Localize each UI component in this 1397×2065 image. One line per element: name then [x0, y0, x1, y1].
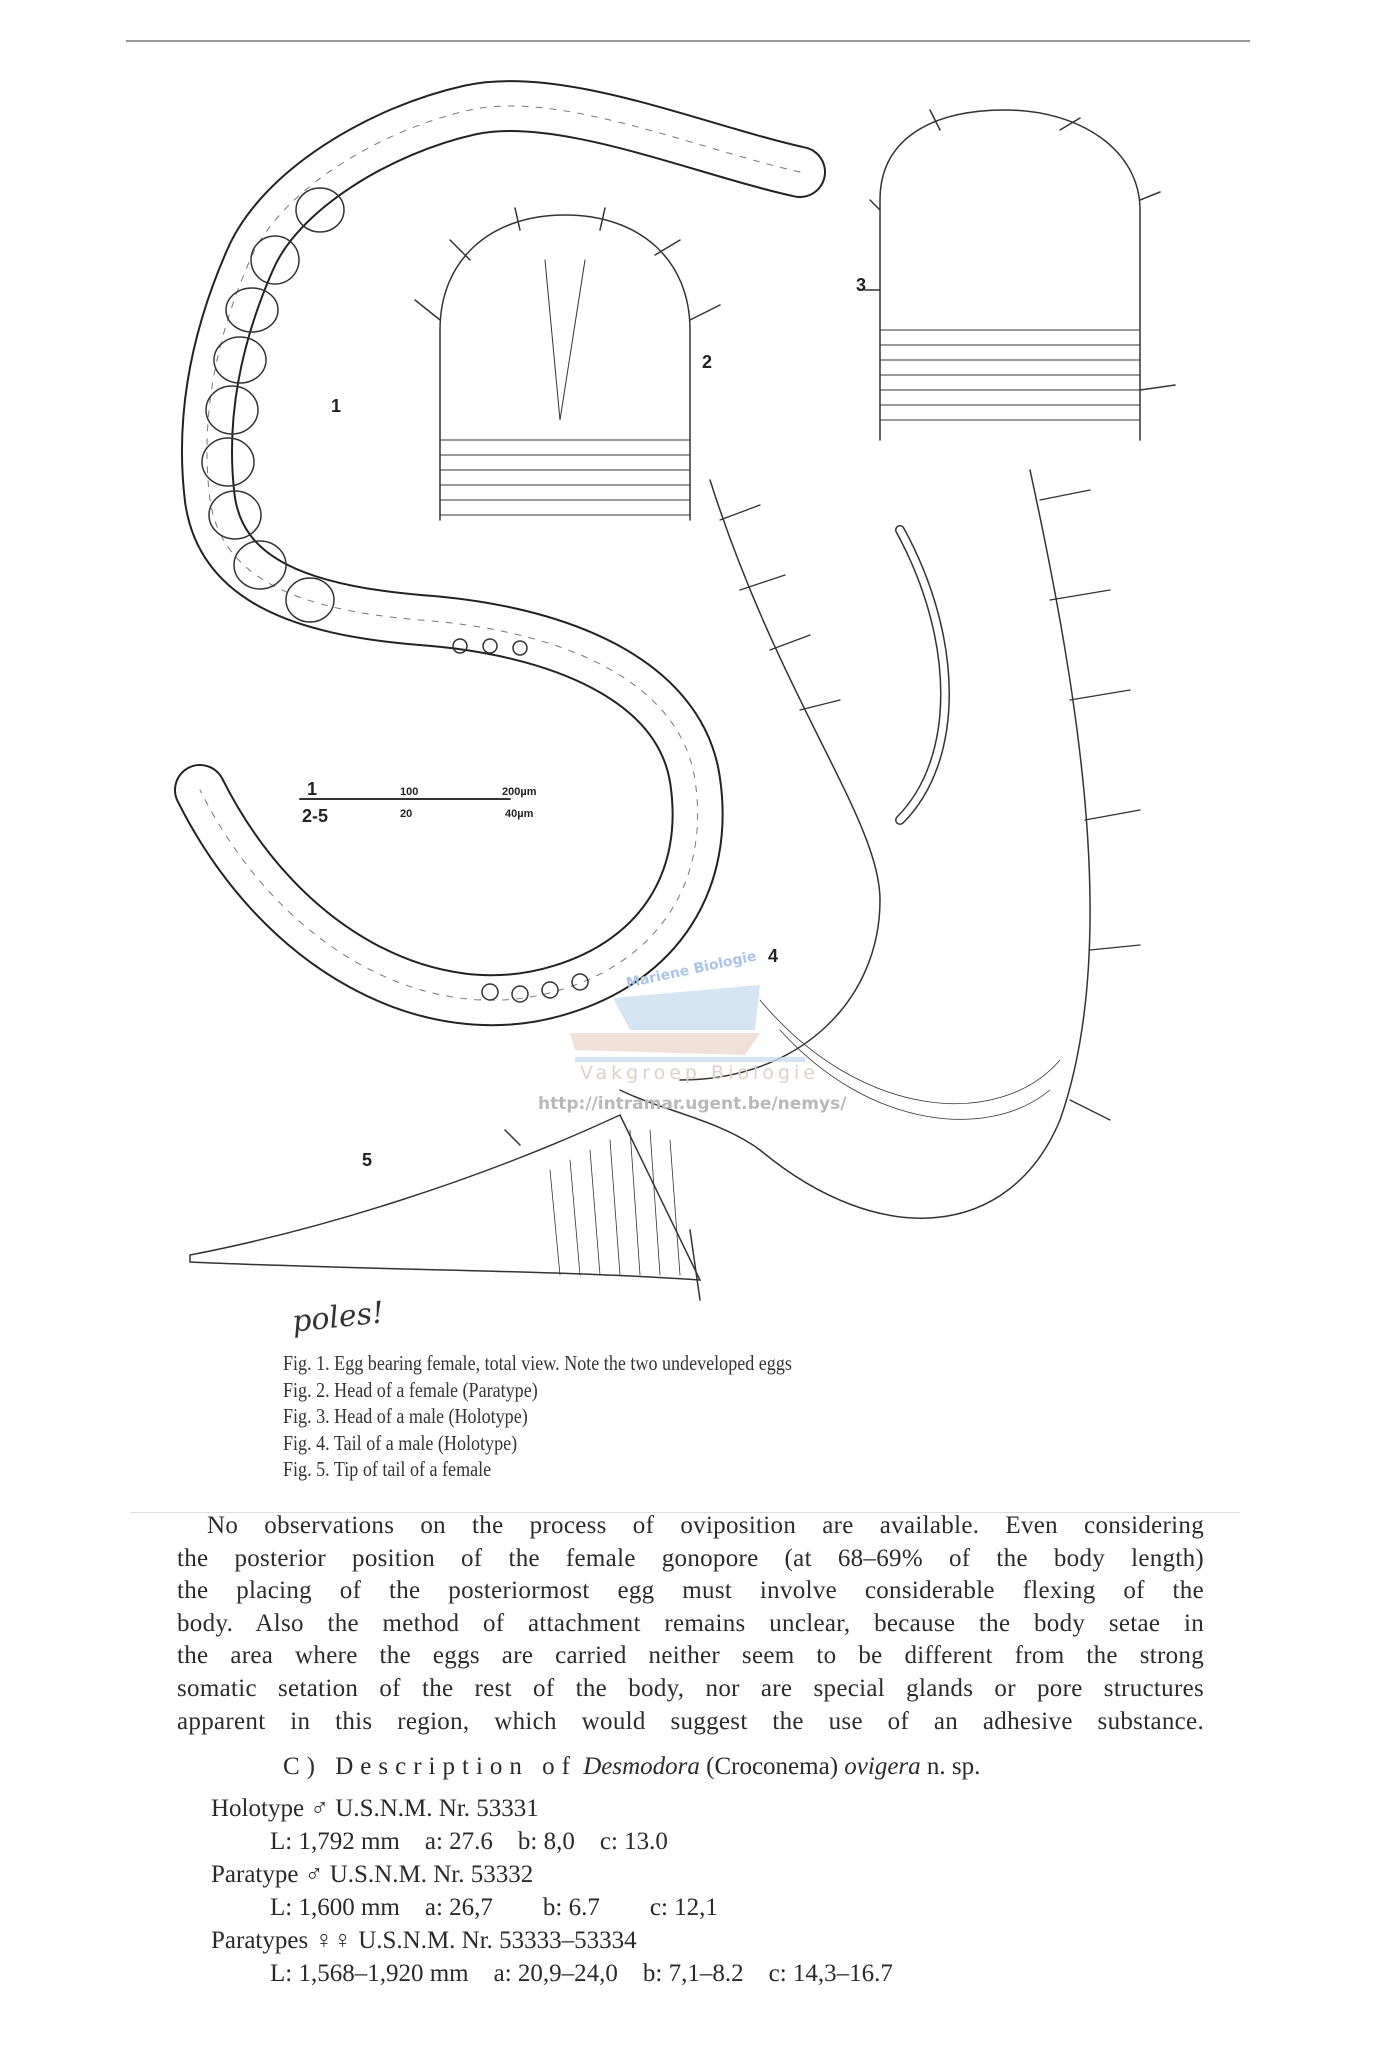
top-rule	[126, 40, 1250, 42]
fig4-male-tail-drawing	[619, 469, 1141, 1219]
figure-label-2: 2	[702, 352, 713, 372]
caption: Fig. 3. Head of a male (Holotype)	[283, 1404, 528, 1428]
heading-subgenus: (Croconema)	[706, 1753, 839, 1780]
caption: Fig. 1. Egg bearing female, total view. …	[283, 1351, 792, 1375]
heading-prefix: C) Description of	[283, 1753, 577, 1780]
caption: Fig. 4. Tail of a male (Holotype)	[283, 1430, 518, 1455]
measure-a: a: 20,9–24,0	[493, 1960, 618, 1987]
section-rule	[130, 1512, 1240, 1513]
fig5-female-tail-tip-drawing	[189, 1114, 702, 1301]
heading-genus: Desmodora	[583, 1753, 700, 1780]
scale-bar-end-a: 200µm	[502, 786, 537, 798]
measure-L: L: 1,568–1,920 mm	[270, 1960, 469, 1987]
paratypes-female-title: Paratypes ♀♀ U.S.N.M. Nr. 53333–53334	[211, 1927, 637, 1954]
watermark-logo	[570, 985, 805, 1062]
paragraph-line: apparent in this region, which would sug…	[177, 1707, 1204, 1735]
paragraph-line: somatic setation of the rest of the body…	[177, 1674, 1204, 1702]
heading-suffix: n. sp.	[926, 1753, 981, 1780]
measure-b: b: 6.7	[542, 1894, 600, 1921]
measure-c: c: 13.0	[599, 1828, 668, 1855]
caption: Fig. 5. Tip of tail of a female	[283, 1457, 492, 1481]
figure-captions: Fig. 1. Egg bearing female, total view. …	[283, 1350, 875, 1483]
paragraph-line: No observations on the process of ovipos…	[207, 1512, 1204, 1539]
fig1-egg-bearing-female-drawing	[174, 80, 826, 1027]
paratype-male-title: Paratype ♂ U.S.N.M. Nr. 53332	[211, 1861, 534, 1888]
paragraph-line: body. Also the method of attachment rema…	[177, 1609, 1204, 1637]
holotype-title: Holotype ♂ U.S.N.M. Nr. 53331	[211, 1795, 539, 1822]
nematode-illustration-plate: 1 2-5 100 20 200µm 40µm	[174, 80, 1176, 1301]
fig3-male-head-drawing	[864, 109, 1176, 441]
scale-bar-fig-a: 1	[307, 779, 317, 799]
scale-bar-end-b: 40µm	[505, 808, 534, 820]
figure-label-3: 3	[856, 275, 867, 295]
section-heading: C) Description of Desmodora (Croconema) …	[283, 1753, 980, 1781]
figure-label-4: 4	[768, 946, 779, 966]
measure-a: a: 27.6	[424, 1828, 493, 1855]
paragraph-line: the posterior position of the female gon…	[177, 1544, 1204, 1572]
measure-b: b: 7,1–8.2	[642, 1960, 744, 1987]
figure-label-5: 5	[362, 1150, 373, 1170]
scale-bar-mid-a: 100	[400, 786, 418, 798]
watermark-url: http://intramar.ugent.be/nemys/	[538, 1094, 847, 1114]
paragraph-line: the placing of the posteriormost egg mus…	[177, 1577, 1204, 1605]
figure-label-1: 1	[331, 396, 342, 416]
paratypes-female-measurements: L: 1,568–1,920 mm a: 20,9–24,0 b: 7,1–8.…	[270, 1960, 893, 1988]
caption: Fig. 2. Head of a female (Paratype)	[283, 1377, 538, 1402]
fig2-female-head-drawing	[414, 207, 721, 521]
heading-species: ovigera	[844, 1753, 921, 1780]
measure-L: L: 1,792 mm	[270, 1828, 400, 1855]
paratype-male-measurements: L: 1,600 mm a: 26,7 b: 6.7 c: 12,1	[270, 1894, 718, 1922]
scale-bar-fig-b: 2-5	[302, 806, 328, 826]
scale-bar-mid-b: 20	[400, 808, 412, 820]
paragraph-line: the area where the eggs are carried neit…	[177, 1642, 1204, 1670]
holotype-measurements: L: 1,792 mm a: 27.6 b: 8,0 c: 13.0	[270, 1828, 668, 1856]
watermark-middle-text: Vakgroep Biologie	[580, 1062, 819, 1084]
measure-c: c: 14,3–16.7	[768, 1960, 893, 1987]
measure-L: L: 1,600 mm	[270, 1894, 400, 1921]
measure-a: a: 26,7	[424, 1894, 493, 1921]
measure-c: c: 12,1	[649, 1894, 718, 1921]
measure-b: b: 8,0	[517, 1828, 575, 1855]
body-paragraph: No observations on the process of ovipos…	[177, 1510, 1204, 1738]
